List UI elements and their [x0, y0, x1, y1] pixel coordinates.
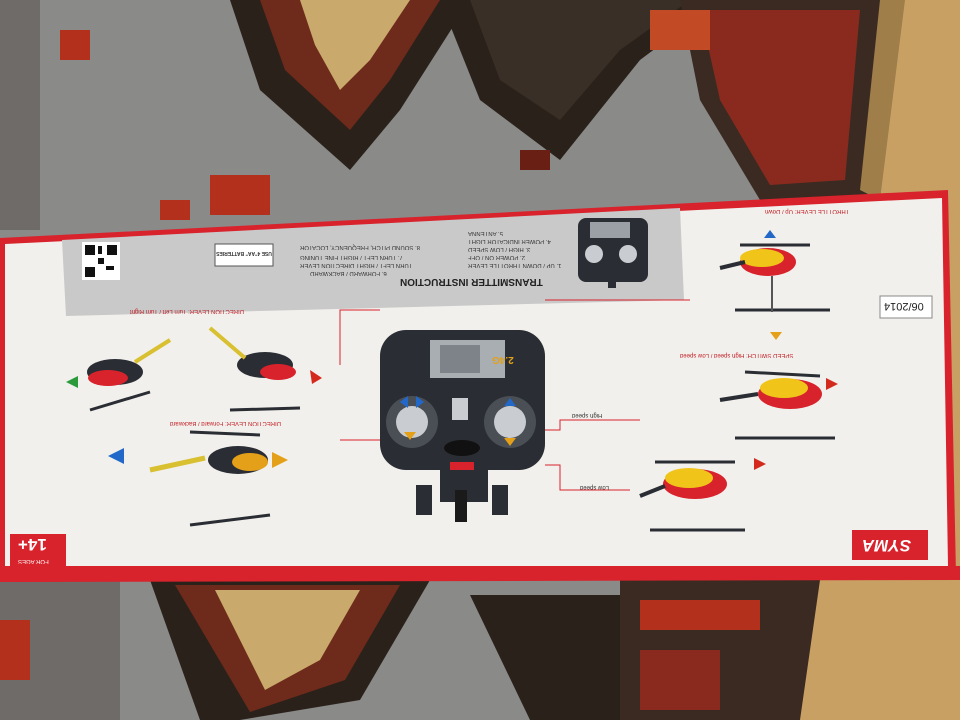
- instruction-item: 4. POWER INDICATOR LIGHT: [468, 238, 551, 244]
- instruction-panel: [62, 208, 684, 316]
- helicopter-icon: [719, 370, 838, 440]
- box-red-bottom-band: [0, 566, 960, 582]
- date-sticker: [879, 295, 933, 319]
- helicopter-icon: [66, 338, 172, 412]
- helicopter-icon: [719, 230, 830, 340]
- direction-fb-label: DIRECTION LEVER: Forward / Backward: [170, 420, 282, 426]
- date-code: 06/2014: [884, 300, 924, 312]
- speed-switch-label: SPEED SWITCH: High speed / Low speed: [680, 352, 794, 358]
- connector-line: [339, 309, 380, 365]
- instruction-item: 2. POWER ON / OFF: [468, 254, 526, 260]
- qr-code-icon: [82, 242, 120, 280]
- instruction-item: 5. ANTENNA: [468, 230, 504, 236]
- frequency-label: 2.4G: [492, 354, 514, 365]
- rug-pattern-top: [0, 0, 890, 230]
- transmitter-icon: [578, 218, 648, 288]
- arrow-icon: [504, 438, 516, 446]
- age-label: FOR AGES: [18, 558, 49, 564]
- helicopter-icon: [208, 326, 322, 412]
- age-badge: [10, 534, 66, 570]
- arrow-icon: [416, 396, 424, 408]
- connector-line: [545, 464, 630, 491]
- syma-logo: [852, 530, 928, 560]
- instruction-item: 6. FORWARD / BACKWARD: [310, 270, 387, 276]
- direction-turn-label: DIRECTION LEVER: Turn Left / Turn Right: [130, 308, 245, 314]
- battery-icon: [214, 243, 274, 267]
- rug-pattern-bottom: [0, 580, 820, 720]
- instruction-title: TRANSMITTER INSTRUCTION: [400, 276, 543, 287]
- arrow-icon: [404, 432, 416, 440]
- instruction-item: 7. TURN LEFT / RIGHT FINE TUNING: [300, 254, 403, 260]
- age-value: 14+: [18, 535, 47, 554]
- instruction-item: TURN LEFT / RIGHT DIRECTION LEVER: [300, 262, 413, 268]
- connector-line: [545, 419, 640, 431]
- helicopter-icon: [108, 430, 288, 527]
- arrow-icon: [400, 396, 408, 408]
- main-transmitter: [380, 330, 545, 522]
- wood-floor-shadow: [860, 0, 905, 200]
- throttle-lever-label: THROTTLE LEVER: Up / Down: [765, 208, 850, 214]
- brand-logo-text: SYMA: [862, 536, 912, 555]
- instruction-item: 8. SOUND PITCH, FREQUENCY, LOCATOR: [300, 244, 421, 250]
- instruction-item: 1. UP / DOWN THROTTLE LEVER: [468, 262, 562, 268]
- helicopter-icon: [639, 458, 766, 532]
- low-speed-label: Low speed: [580, 484, 610, 490]
- battery-label: USE 4"AA" BATTERIES: [216, 250, 272, 256]
- high-speed-label: High speed: [572, 412, 603, 418]
- arrow-icon: [504, 398, 516, 406]
- instruction-item: 3. HIGH / LOW SPEED: [468, 246, 531, 252]
